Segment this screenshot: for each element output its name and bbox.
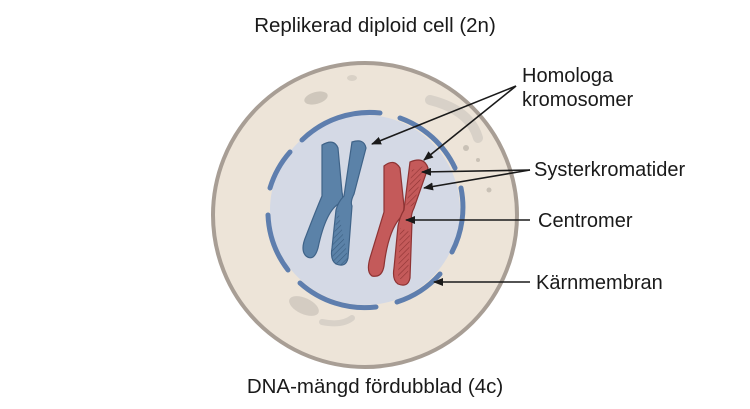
chromatid-hatching	[406, 166, 424, 208]
organelle	[304, 91, 328, 105]
label-sister-chromatids: Systerkromatider	[534, 159, 685, 181]
chromatid-left	[302, 141, 344, 259]
nucleoplasm	[270, 115, 460, 305]
label-nuclear-membrane: Kärnmembran	[536, 272, 663, 294]
organelle	[289, 296, 319, 316]
arrow-homologous-red	[423, 85, 517, 161]
organelle	[463, 145, 469, 151]
arrow-sister-2	[423, 169, 531, 191]
chromatid-hatching	[331, 210, 348, 266]
annotation-arrows	[371, 85, 531, 286]
label-homologous-line2: kromosomer	[522, 89, 633, 111]
label-centromere: Centromer	[538, 210, 633, 232]
chromatid-left	[367, 161, 405, 277]
label-homologous-line1: Homologa	[522, 65, 614, 87]
arrow-homologous-blue	[371, 85, 517, 145]
chromosome-blue	[302, 140, 367, 266]
arrow-sister-1	[421, 167, 531, 176]
organelle	[425, 95, 483, 143]
diagram-caption: DNA-mängd fördubblad (4c)	[247, 375, 503, 398]
diagram-title: Replikerad diploid cell (2n)	[254, 14, 496, 37]
organelle	[347, 75, 357, 81]
organelle	[476, 158, 480, 162]
chromatid-hatching	[398, 228, 410, 280]
nuclear-membrane	[265, 109, 466, 311]
organelle	[319, 315, 355, 327]
organelle	[486, 187, 492, 193]
